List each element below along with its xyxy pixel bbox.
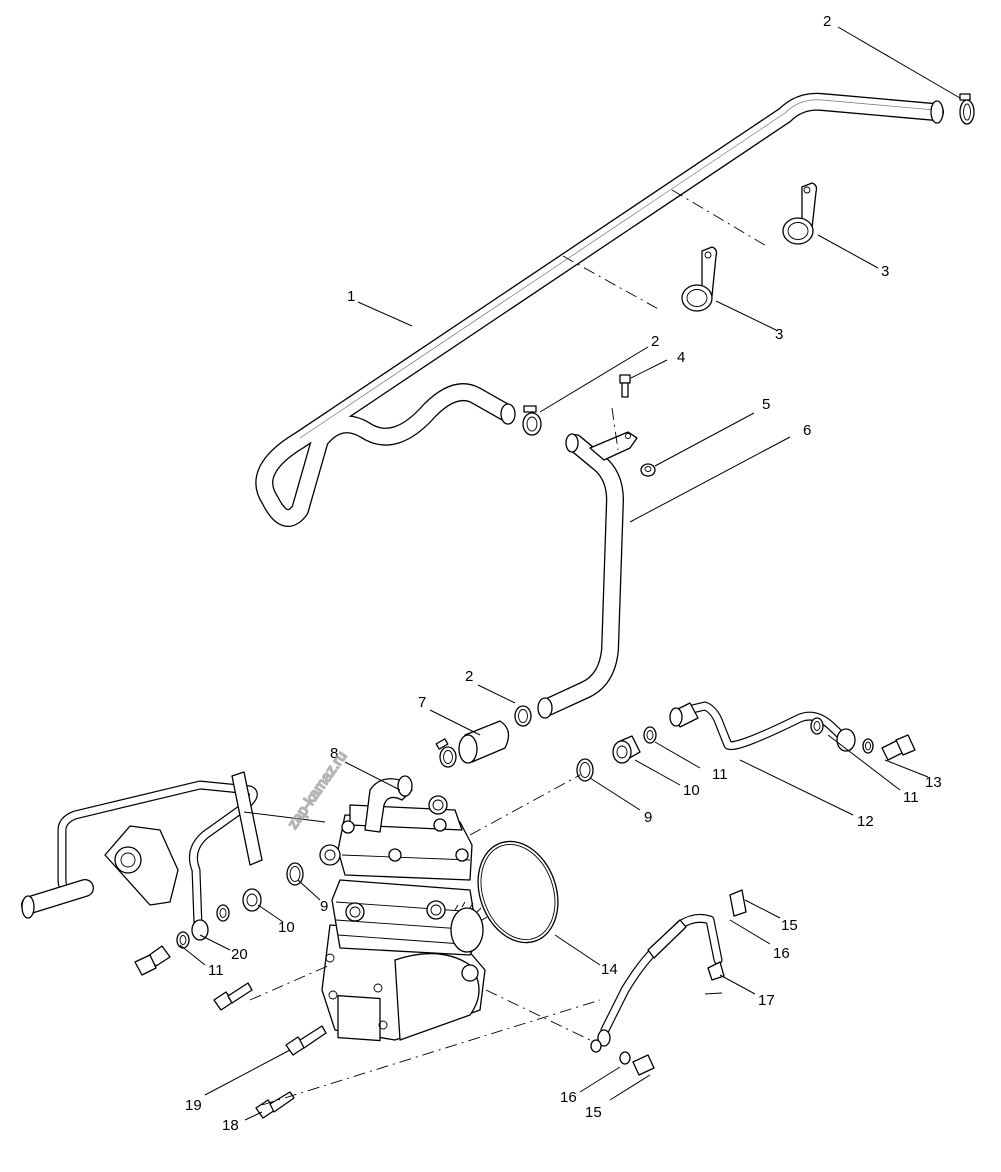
nut-5 (640, 463, 656, 477)
callout-11: 11 (903, 789, 919, 806)
bolt-4 (619, 374, 631, 398)
hose-clamp-middle (522, 405, 542, 436)
leader-lines (179, 26, 961, 1121)
washer-11-right (643, 726, 657, 744)
washer-9-left (286, 862, 304, 886)
callout-7: 7 (418, 694, 426, 711)
callout-10: 10 (683, 782, 700, 799)
callout-3: 3 (775, 326, 783, 343)
callout-18: 18 (222, 1117, 239, 1134)
washer-9-right (576, 758, 594, 782)
callout-2: 2 (823, 13, 831, 30)
o-ring-gasket-14 (477, 840, 559, 944)
banjo-bolt-15-lower (632, 1054, 655, 1076)
callout-9: 9 (320, 898, 328, 915)
oil-pipe-12 (669, 701, 856, 752)
callout-12: 12 (857, 813, 874, 830)
callout-1: 1 (347, 288, 355, 305)
callout-15: 15 (781, 917, 798, 934)
pipe-bracket-lower (681, 246, 718, 312)
callout-13: 13 (925, 774, 942, 791)
callout-2: 2 (651, 333, 659, 350)
callout-14: 14 (601, 961, 618, 978)
hose-clamp-top (959, 93, 975, 125)
banjo-bolt-13 (881, 734, 916, 761)
air-compressor (319, 775, 488, 1042)
callout-19: 19 (185, 1097, 202, 1114)
callout-16: 16 (773, 945, 790, 962)
callout-5: 5 (762, 396, 770, 413)
banjo-bolt-left (134, 945, 171, 976)
intake-pipe-long (255, 92, 944, 527)
oil-line-17 (597, 889, 747, 1047)
washer-11-left-2 (216, 904, 230, 922)
bolt-left (213, 982, 253, 1011)
callout-11: 11 (208, 962, 224, 979)
fitting-10-right (612, 735, 641, 764)
callout-6: 6 (803, 422, 811, 439)
washer-11-left (176, 931, 190, 949)
washer-16-lower (590, 1039, 631, 1065)
callout-15: 15 (585, 1104, 602, 1121)
callout-20: 20 (231, 946, 248, 963)
pipe-bracket-upper (782, 182, 818, 245)
callout-8: 8 (330, 745, 338, 762)
bolt-18 (255, 1091, 295, 1119)
callout-11: 11 (712, 766, 728, 783)
rubber-hose-7 (458, 720, 510, 764)
callout-17: 17 (758, 992, 775, 1009)
callout-16: 16 (560, 1089, 577, 1106)
callout-10: 10 (278, 919, 295, 936)
callout-2: 2 (465, 668, 473, 685)
hose-clamp-hose (435, 738, 457, 768)
callout-3: 3 (881, 263, 889, 280)
bolt-19 (285, 1025, 327, 1056)
watermark-text: zap-kamaz.ru (284, 748, 350, 832)
left-pipe-assembly (21, 771, 326, 941)
intake-pipe-bent (537, 431, 638, 719)
callout-labels: 2 1 3 3 2 4 5 6 2 7 8 9 10 11 12 11 13 9… (185, 13, 942, 1134)
washer-11-far (810, 717, 824, 735)
hose-clamp-lower (514, 705, 532, 727)
callout-4: 4 (677, 349, 685, 366)
fitting-10-left (242, 888, 262, 912)
washer-11-end (862, 738, 874, 754)
callout-9: 9 (644, 809, 652, 826)
